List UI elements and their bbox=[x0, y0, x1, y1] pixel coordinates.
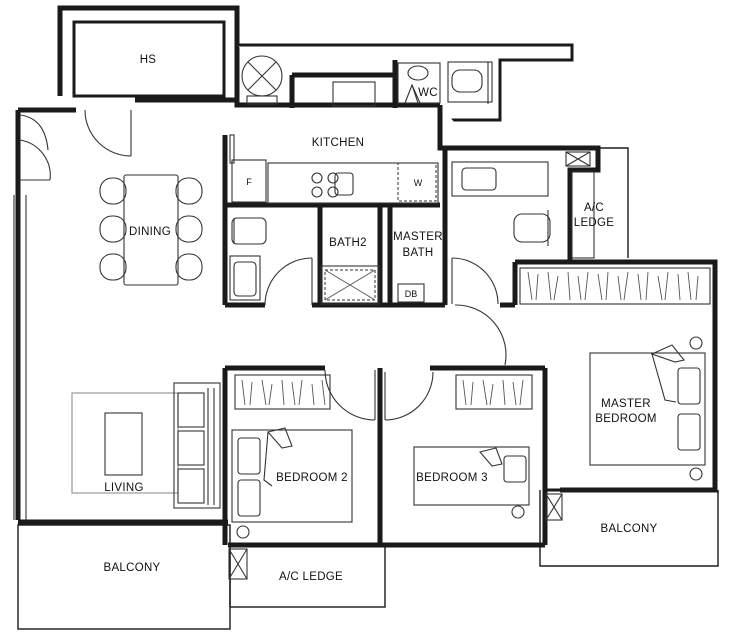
label-fridge: F bbox=[246, 177, 252, 187]
label-bath2: BATH2 bbox=[329, 237, 367, 249]
doors bbox=[19, 109, 507, 421]
label-master-bedroom-1: MASTER bbox=[601, 398, 651, 410]
label-living: LIVING bbox=[104, 482, 144, 494]
label-master-bath-1: MASTER bbox=[393, 231, 443, 243]
label-bedroom-3: BEDROOM 3 bbox=[416, 472, 488, 484]
label-master-bath-2: BATH bbox=[402, 247, 433, 259]
beds bbox=[228, 336, 706, 580]
label-ac-ledge-top-2: LEDGE bbox=[574, 217, 615, 229]
label-wc: WC bbox=[418, 87, 438, 99]
external-walls bbox=[15, 5, 718, 548]
label-master-bedroom-2: BEDROOM bbox=[595, 413, 657, 425]
label-bedroom-2: BEDROOM 2 bbox=[276, 472, 348, 484]
db-box bbox=[397, 283, 425, 303]
label-db: DB bbox=[405, 289, 418, 299]
label-ac-ledge-top-1: A/C bbox=[584, 202, 604, 214]
label-ac-ledge-bottom: A/C LEDGE bbox=[279, 571, 343, 583]
fixtures bbox=[229, 55, 595, 305]
living-furniture bbox=[13, 174, 221, 520]
wardrobes bbox=[234, 267, 711, 410]
label-kitchen: KITCHEN bbox=[312, 137, 365, 149]
room-labels: HS WC KITCHEN DINING BATH2 MASTER BATH A… bbox=[103, 54, 657, 583]
internal-walls bbox=[222, 135, 560, 545]
fridge-icon bbox=[231, 159, 267, 203]
label-washer: W bbox=[414, 178, 423, 188]
label-hs: HS bbox=[140, 54, 157, 66]
label-balcony-right: BALCONY bbox=[600, 523, 657, 535]
label-dining: DINING bbox=[129, 226, 171, 238]
label-balcony-left: BALCONY bbox=[103, 562, 160, 574]
washer-icon bbox=[397, 162, 437, 202]
